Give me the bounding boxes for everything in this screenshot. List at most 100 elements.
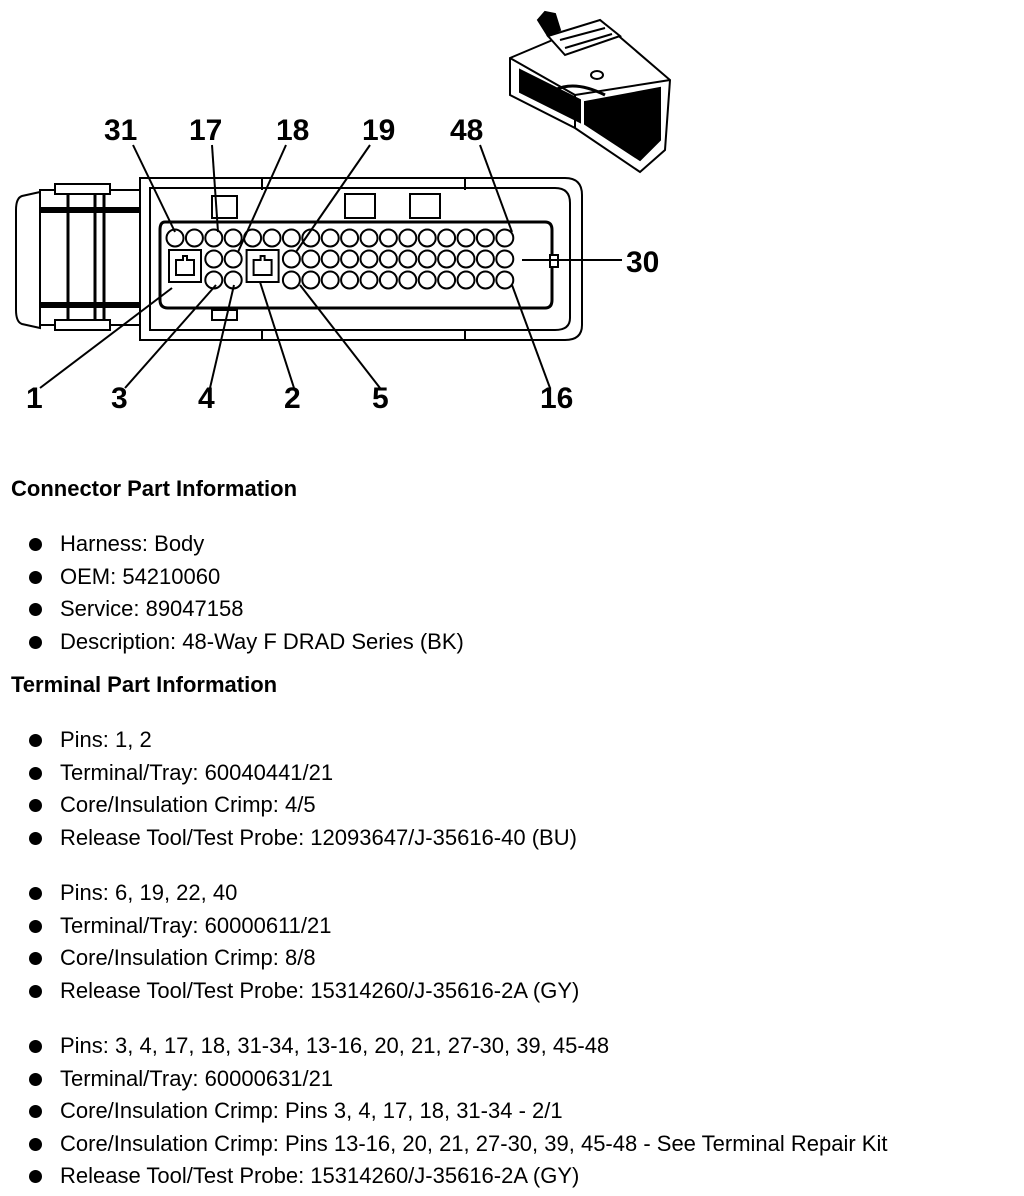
pin-cavity (165, 228, 185, 248)
large-pin-cavity (245, 249, 280, 283)
list-item: Core/Insulation Crimp: Pins 3, 4, 17, 18… (60, 1098, 563, 1123)
bullet-icon (29, 734, 42, 747)
bullet-icon (29, 571, 42, 584)
pin-cavity (340, 249, 360, 269)
bullet-icon (29, 799, 42, 812)
pin-cavity (456, 228, 476, 248)
terminal-info-heading: Terminal Part Information (11, 672, 278, 697)
bullet-icon (29, 887, 42, 900)
pin-cavity (204, 270, 224, 290)
list-item: Terminal/Tray: 60000631/21 (60, 1066, 334, 1091)
list-item: Core/Insulation Crimp: 8/8 (60, 945, 316, 970)
bullet-icon (29, 1105, 42, 1118)
pin-cavity (281, 228, 301, 248)
pin-cavity (223, 228, 243, 248)
list-item: Pins: 1, 2 (60, 727, 152, 752)
pin-cavity (475, 249, 495, 269)
list-item: Core/Insulation Crimp: 4/5 (60, 792, 316, 817)
pin-cavity (281, 270, 301, 290)
pin-cavity (495, 270, 515, 290)
pin-cavity (320, 270, 340, 290)
pin-label-48: 48 (450, 114, 483, 147)
list-item: Pins: 6, 19, 22, 40 (60, 880, 238, 905)
pin-cavity (301, 270, 321, 290)
pin-label-5: 5 (372, 382, 389, 415)
list-item: Release Tool/Test Probe: 15314260/J-3561… (60, 1163, 580, 1188)
list-item: Release Tool/Test Probe: 12093647/J-3561… (60, 825, 577, 850)
pin-cavity (320, 228, 340, 248)
pin-cavity (378, 228, 398, 248)
list-item: Terminal/Tray: 60000611/21 (60, 913, 332, 938)
list-item: Service: 89047158 (60, 596, 244, 621)
pin-cavity (340, 270, 360, 290)
large-pin-cavity-inner (252, 255, 273, 276)
pin-cavity (417, 249, 437, 269)
list-item: Pins: 3, 4, 17, 18, 31-34, 13-16, 20, 21… (60, 1033, 610, 1058)
pin-cavity (417, 270, 437, 290)
pin-cavity (204, 249, 224, 269)
bullet-icon (29, 636, 42, 649)
pin-cavity (475, 270, 495, 290)
pin-cavity (320, 249, 340, 269)
pin-cavity (437, 249, 457, 269)
pin-cavity (417, 228, 437, 248)
pin-cavity (204, 228, 224, 248)
pin-cavity (398, 228, 418, 248)
list-item: Core/Insulation Crimp: Pins 13-16, 20, 2… (60, 1131, 888, 1156)
large-pin-cavity (168, 249, 202, 283)
connector-info-heading: Connector Part Information (11, 476, 298, 501)
bullet-icon (29, 1040, 42, 1053)
bullet-icon (29, 767, 42, 780)
pin-cavity (398, 249, 418, 269)
pin-cavity (359, 228, 379, 248)
large-pin-cavity-inner (175, 255, 195, 276)
list-item: Terminal/Tray: 60040441/21 (60, 760, 334, 785)
bullet-icon (29, 952, 42, 965)
leader-lines (39, 144, 622, 389)
pin-label-16: 16 (540, 382, 573, 415)
bullet-icon (29, 920, 42, 933)
bullet-icon (29, 538, 42, 551)
pin-cavity (437, 228, 457, 248)
pin-cavity (475, 228, 495, 248)
connector-3d-view (509, 10, 672, 174)
bullet-icon (29, 985, 42, 998)
bullet-icon (29, 603, 42, 616)
pin-cavity (184, 228, 204, 248)
pin-label-30: 30 (626, 246, 659, 279)
pin-cavity (398, 270, 418, 290)
bullet-icon (29, 832, 42, 845)
list-item: Release Tool/Test Probe: 15314260/J-3561… (60, 978, 580, 1003)
pin-cavity (301, 249, 321, 269)
list-item: OEM: 54210060 (60, 564, 221, 589)
bullet-icon (29, 1138, 42, 1151)
pin-label-18: 18 (276, 114, 309, 147)
pin-cavity (378, 249, 398, 269)
bullet-icon (29, 1073, 42, 1086)
pin-labels: 31 17 18 19 48 30 1 3 4 2 5 16 (26, 114, 659, 415)
pin-label-1: 1 (26, 382, 43, 415)
pin-cavity (495, 249, 515, 269)
pin-label-4: 4 (198, 382, 215, 415)
pin-cavities (165, 228, 515, 290)
pin-cavity (359, 249, 379, 269)
pin-cavity (262, 228, 282, 248)
list-item: Description: 48-Way F DRAD Series (BK) (60, 629, 464, 654)
connector-diagram: 31 17 18 19 48 30 1 3 4 2 5 16 (15, 10, 672, 415)
pin-cavity (281, 249, 301, 269)
pin-cavity (340, 228, 360, 248)
pin-label-31: 31 (104, 114, 137, 147)
list-item: Harness: Body (60, 531, 205, 556)
pin-label-19: 19 (362, 114, 395, 147)
pin-label-17: 17 (189, 114, 222, 147)
pin-cavity (456, 249, 476, 269)
pin-cavity (495, 228, 515, 248)
pin-cavity (437, 270, 457, 290)
pin-cavity (378, 270, 398, 290)
pin-label-3: 3 (111, 382, 128, 415)
pin-label-2: 2 (284, 382, 301, 415)
pin-cavity (223, 249, 243, 269)
pin-cavity (359, 270, 379, 290)
pin-cavity (456, 270, 476, 290)
bullet-icon (29, 1170, 42, 1183)
